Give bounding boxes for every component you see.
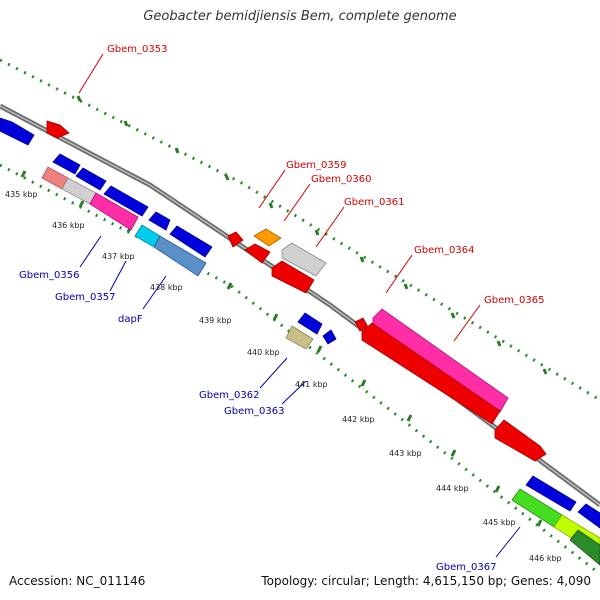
gene-reverse-5[interactable]	[169, 225, 213, 258]
kbp-label-445: 445 kbp	[483, 518, 516, 527]
label-gbem-0359[interactable]: Gbem_0359	[286, 160, 346, 171]
label-gbem-0356[interactable]: Gbem_0356	[19, 270, 79, 281]
gene-reverse-edge[interactable]	[0, 117, 35, 146]
label-gbem-0353[interactable]: Gbem_0353	[107, 44, 167, 55]
label-gbem-0357[interactable]: Gbem_0357	[55, 292, 115, 303]
label-gbem-0363[interactable]: Gbem_0363	[224, 406, 284, 417]
gene-gbem-0353[interactable]	[46, 120, 70, 139]
kbp-label-441: 441 kbp	[295, 380, 328, 389]
label-gbem-0364[interactable]: Gbem_0364	[414, 245, 474, 256]
gene-reverse-7[interactable]	[525, 475, 577, 512]
label-dapf[interactable]: dapF	[118, 314, 143, 325]
gene-gbem-0359b[interactable]	[244, 243, 271, 264]
gene-gbem-0362[interactable]	[285, 325, 314, 350]
map-title: Geobacter bemidjiensis Bem, complete gen…	[143, 9, 457, 24]
tick-track-inner	[0, 163, 600, 576]
kbp-label-436: 436 kbp	[52, 221, 85, 230]
gene-dapf-b[interactable]	[153, 235, 207, 277]
kbp-label-444: 444 kbp	[436, 484, 469, 493]
gene-reverse-1[interactable]	[52, 153, 81, 175]
kbp-label-443: 443 kbp	[389, 449, 422, 458]
gene-forward-small-1[interactable]	[227, 231, 244, 248]
kbp-label-438: 438 kbp	[150, 283, 183, 292]
kbp-label-439: 439 kbp	[199, 316, 232, 325]
gene-gbem-0357[interactable]	[89, 192, 139, 231]
tick-track-outer	[0, 58, 600, 402]
gene-green-3[interactable]	[569, 529, 600, 566]
label-gbem-0362[interactable]: Gbem_0362	[199, 390, 259, 401]
gene-reverse-2[interactable]	[75, 167, 107, 191]
topology-stats: Topology: circular; Length: 4,615,150 bp…	[261, 574, 591, 588]
gene-reverse-4[interactable]	[148, 211, 171, 231]
accession-text: Accession: NC_011146	[9, 574, 146, 588]
label-gbem-0361[interactable]: Gbem_0361	[344, 197, 404, 208]
gene-reverse-3[interactable]	[103, 185, 149, 217]
kbp-label-442: 442 kbp	[342, 415, 375, 424]
reverse-genes	[0, 117, 600, 566]
gene-reverse-8[interactable]	[577, 503, 600, 529]
gene-reverse-6[interactable]	[297, 312, 323, 335]
kbp-label-440: 440 kbp	[247, 348, 280, 357]
callout-lines-reverse	[79, 235, 521, 558]
label-gbem-0367[interactable]: Gbem_0367	[436, 562, 496, 573]
gene-gbem-0360[interactable]	[281, 242, 327, 277]
gene-gbem-0363[interactable]	[322, 329, 337, 345]
gene-gbem-0365[interactable]	[361, 322, 501, 425]
tick-marks-outer	[76, 95, 548, 375]
label-gbem-0360[interactable]: Gbem_0360	[311, 174, 371, 185]
kbp-label-437: 437 kbp	[102, 252, 135, 261]
kbp-label-446: 446 kbp	[529, 554, 562, 563]
gene-gbem-0359[interactable]	[253, 228, 282, 247]
forward-genes	[46, 120, 547, 462]
gene-forward-end[interactable]	[494, 419, 547, 462]
label-gbem-0365[interactable]: Gbem_0365	[484, 295, 544, 306]
tick-marks-inner	[20, 170, 543, 527]
kbp-label-435: 435 kbp	[5, 190, 38, 199]
gene-gbem-0361[interactable]	[271, 260, 315, 294]
callout-lines-forward	[78, 53, 481, 342]
